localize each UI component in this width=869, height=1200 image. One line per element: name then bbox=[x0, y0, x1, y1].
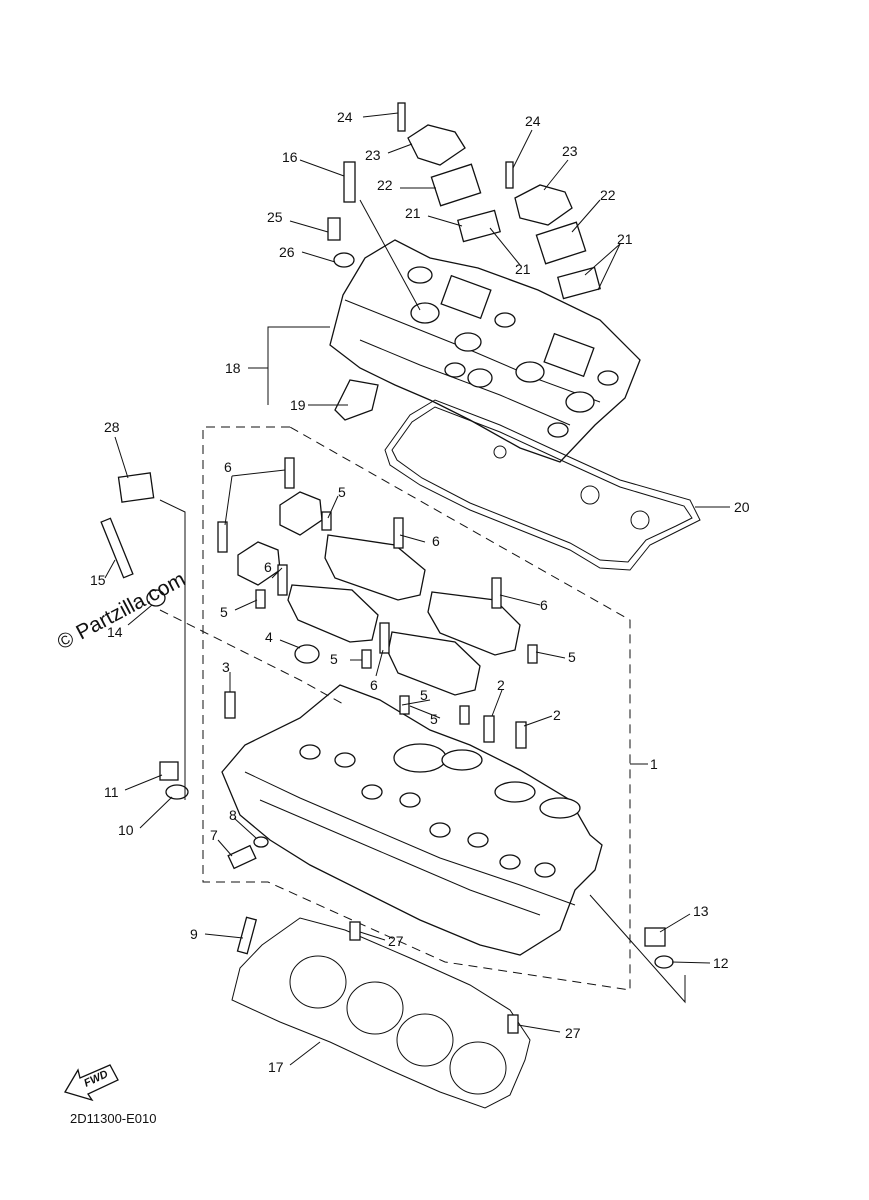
callout-5: 5 bbox=[420, 687, 428, 703]
callout-21: 21 bbox=[405, 205, 421, 221]
callout-22: 22 bbox=[600, 187, 616, 203]
callout-11: 11 bbox=[104, 784, 119, 800]
callout-21: 21 bbox=[515, 261, 531, 277]
forward-direction-arrow: FWD bbox=[64, 1064, 119, 1102]
callout-labels: 24 24 23 23 16 22 22 21 21 21 25 26 18 1… bbox=[90, 109, 750, 1075]
cylinder-head-gasket bbox=[231, 917, 531, 1109]
callout-5: 5 bbox=[430, 711, 438, 727]
small-parts bbox=[100, 102, 674, 1034]
callout-7: 7 bbox=[210, 827, 218, 843]
cylinder-head bbox=[221, 684, 603, 956]
leader-lines bbox=[104, 112, 730, 1066]
callout-22: 22 bbox=[377, 177, 393, 193]
partzilla-watermark: © Partzilla.com bbox=[54, 568, 190, 655]
callout-16: 16 bbox=[282, 149, 298, 165]
camshaft-caps bbox=[237, 491, 521, 696]
callout-4: 4 bbox=[265, 629, 273, 645]
callout-5: 5 bbox=[330, 651, 338, 667]
callout-25: 25 bbox=[267, 209, 283, 225]
callout-18: 18 bbox=[225, 360, 241, 376]
callout-9: 9 bbox=[190, 926, 198, 942]
callout-8: 8 bbox=[229, 807, 237, 823]
callout-14: 14 bbox=[107, 624, 123, 640]
callout-21: 21 bbox=[617, 231, 633, 247]
callout-6: 6 bbox=[264, 559, 272, 575]
callout-23: 23 bbox=[365, 147, 381, 163]
callout-23: 23 bbox=[562, 143, 578, 159]
callout-27: 27 bbox=[388, 933, 404, 949]
callout-5: 5 bbox=[338, 484, 346, 500]
callout-17: 17 bbox=[268, 1059, 284, 1075]
callout-20: 20 bbox=[734, 499, 750, 515]
callout-10: 10 bbox=[118, 822, 134, 838]
callout-6: 6 bbox=[540, 597, 548, 613]
cylinder-head-assembly-boundary bbox=[202, 426, 631, 991]
callout-26: 26 bbox=[279, 244, 295, 260]
callout-12: 12 bbox=[713, 955, 729, 971]
callout-6: 6 bbox=[224, 459, 232, 475]
callout-19: 19 bbox=[290, 397, 306, 413]
callout-2: 2 bbox=[497, 677, 505, 693]
callout-28: 28 bbox=[104, 419, 120, 435]
callout-5: 5 bbox=[220, 604, 228, 620]
diagram-code: 2D11300-E010 bbox=[70, 1111, 157, 1126]
callout-2: 2 bbox=[553, 707, 561, 723]
callout-6: 6 bbox=[370, 677, 378, 693]
callout-1: 1 bbox=[650, 756, 658, 772]
callout-6: 6 bbox=[432, 533, 440, 549]
callout-15: 15 bbox=[90, 572, 106, 588]
head-cover bbox=[329, 239, 641, 463]
callout-13: 13 bbox=[693, 903, 709, 919]
callout-5: 5 bbox=[568, 649, 576, 665]
head-cover-gasket bbox=[384, 399, 701, 571]
callout-24: 24 bbox=[337, 109, 353, 125]
callout-24: 24 bbox=[525, 113, 541, 129]
callout-3: 3 bbox=[222, 659, 230, 675]
callout-27: 27 bbox=[565, 1025, 581, 1041]
